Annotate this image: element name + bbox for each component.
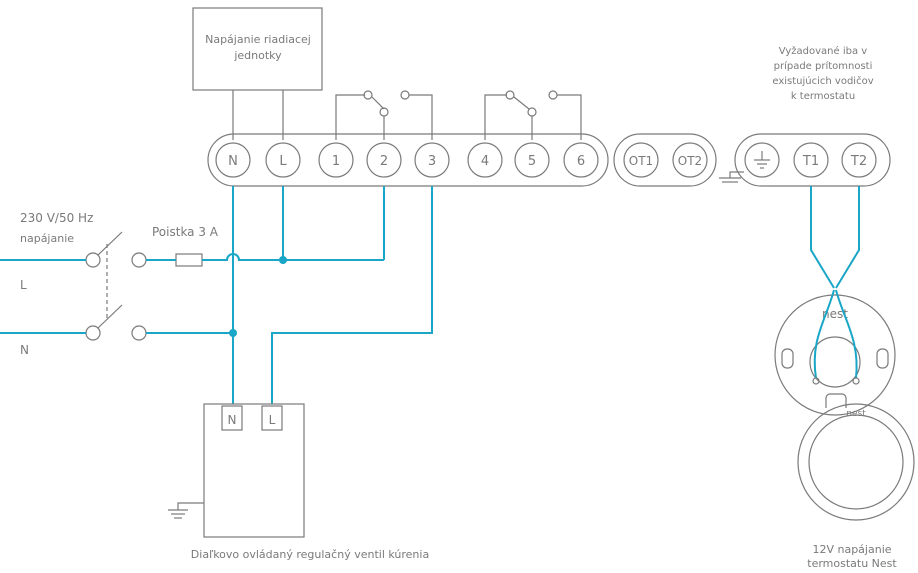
existing-wires-note: Vyžadované iba v prípade prítomnosti exi…: [772, 45, 873, 102]
mains-supply-label: napájanie: [20, 232, 74, 245]
mains-l-label: L: [20, 278, 27, 292]
t2-internal-wire: [835, 289, 858, 379]
chassis-ground-icon: [719, 171, 744, 183]
nest-terminal-strip: T1 T2: [719, 133, 891, 187]
svg-text:N: N: [228, 154, 238, 169]
ground-icon: [754, 151, 770, 169]
ground-terminal: [744, 142, 780, 178]
t1-wire: [810, 186, 835, 289]
valve-caption: Diaľkovo ovládaný regulačný ventil kúren…: [191, 548, 429, 561]
nest-thermostat: nest nest 12V napájanie termostatu Nest: [774, 289, 915, 570]
nest-base-plate: [774, 294, 896, 416]
double-pole-isolator: [85, 231, 203, 341]
terminal-T1: T1: [793, 142, 829, 178]
svg-text:Vyžadované iba v: Vyžadované iba v: [779, 45, 867, 57]
terminal-L: L: [265, 142, 301, 178]
live-junction: [279, 256, 287, 264]
nest-connector: [825, 393, 847, 408]
nest-caption-line1: 12V napájanie: [812, 543, 891, 556]
supply-box: [192, 7, 323, 91]
ot-strip-frame: [613, 133, 717, 187]
svg-text:3: 3: [428, 154, 436, 169]
svg-text:4: 4: [481, 154, 489, 169]
terminal-strip: N L 1 2 3 4 5 6: [207, 133, 609, 187]
neutral-junction: [229, 329, 237, 337]
terminal-OT2: OT2: [672, 142, 708, 178]
svg-text:L: L: [279, 154, 287, 169]
terminal-6: 6: [563, 142, 599, 178]
relay-1-2-3: [335, 90, 433, 140]
valve-ground-icon: [168, 502, 204, 519]
t1-internal-wire: [813, 289, 835, 379]
terminal-4: 4: [467, 142, 503, 178]
svg-text:T2: T2: [850, 154, 867, 169]
heating-valve: N L Diaľkovo ovládaný regulačný ventil k…: [168, 403, 429, 561]
nest-display-inner: [808, 414, 904, 510]
svg-text:OT1: OT1: [629, 154, 653, 168]
valve-live-wire: [271, 186, 433, 404]
svg-text:5: 5: [528, 154, 536, 169]
terminal-3: 3: [414, 142, 450, 178]
svg-text:T1: T1: [802, 154, 819, 169]
nest-right-screw-slot: [876, 348, 889, 369]
svg-text:1: 1: [332, 154, 340, 169]
mains-n-label: N: [20, 343, 29, 357]
nest-caption-line2: termostatu Nest: [807, 557, 897, 570]
terminal-N: N: [215, 142, 251, 178]
terminal-2: 2: [366, 142, 402, 178]
svg-text:N: N: [228, 413, 237, 427]
nest-base-logo: nest: [822, 307, 848, 321]
nest-base-opening: [809, 336, 861, 388]
t2-wire: [835, 186, 860, 289]
mains-voltage-label: 230 V/50 Hz: [20, 211, 93, 225]
svg-text:OT2: OT2: [678, 154, 702, 168]
svg-text:2: 2: [380, 154, 388, 169]
valve-terminal-l: [261, 405, 283, 431]
terminal-strip-frame: [207, 133, 609, 187]
wiring: [0, 186, 860, 404]
valve-terminal-n: [221, 405, 243, 431]
nest-display-logo: nest: [846, 409, 866, 419]
ot-terminal-strip: OT1 OT2: [613, 133, 717, 187]
nest-display-outer: [797, 403, 915, 521]
svg-text:6: 6: [577, 154, 585, 169]
terminal-5: 5: [514, 142, 550, 178]
terminal-OT1: OT1: [623, 142, 659, 178]
valve-box: [203, 403, 305, 538]
supply-label-line1: Napájanie riadiacej: [205, 33, 311, 46]
svg-text:existujúcich vodičov: existujúcich vodičov: [772, 75, 873, 87]
control-unit-supply: Napájanie riadiacej jednotky: [192, 7, 323, 140]
svg-text:k termostatu: k termostatu: [791, 91, 855, 102]
fuse-label: Poistka 3 A: [152, 225, 219, 239]
terminal-T2: T2: [841, 142, 877, 178]
terminal-1: 1: [318, 142, 354, 178]
fuse-icon: [175, 253, 203, 267]
live-bus-wire: [202, 253, 384, 261]
nest-left-screw-slot: [781, 348, 794, 369]
svg-text:L: L: [269, 413, 276, 427]
svg-text:prípade prítomnosti: prípade prítomnosti: [774, 60, 873, 72]
supply-label-line2: jednotky: [233, 49, 282, 62]
relay-4-5-6: [484, 90, 582, 140]
nest-strip-frame: [734, 133, 891, 187]
